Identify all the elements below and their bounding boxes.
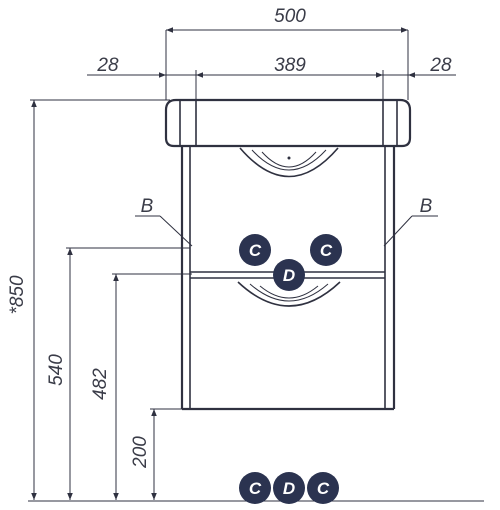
marker-c-left: C (239, 234, 271, 266)
upper-sink-bowl (239, 147, 339, 178)
dimension-label-200: 200 (130, 436, 151, 469)
dimension-overall-width: 500 (165, 6, 409, 100)
marker-d-center-label: D (283, 266, 295, 285)
dimension-label-left-28: 28 (96, 55, 119, 76)
dimension-leg-height: 200 (130, 408, 184, 500)
dimension-label-500: 500 (274, 6, 306, 27)
marker-c-right-label: C (320, 241, 333, 260)
basin-countertop (164, 98, 412, 148)
callout-label-left: B (141, 196, 154, 217)
dimension-label-right-28: 28 (429, 55, 452, 76)
marker-bottom-c-left: C (239, 472, 271, 504)
dimension-label-389: 389 (274, 55, 306, 76)
lower-sink-bowl (237, 281, 341, 307)
marker-bottom-c-right: C (307, 472, 339, 504)
marker-bottom-c-right-label: C (317, 479, 330, 498)
marker-c-left-label: C (249, 241, 262, 260)
callout-label-right: B (420, 196, 433, 217)
dimension-label-540: 540 (46, 354, 67, 386)
marker-bottom-c-left-label: C (249, 479, 262, 498)
cabinet-body (180, 146, 396, 411)
dimension-height-540: 540 (46, 247, 190, 500)
marker-bottom-d: D (273, 472, 305, 504)
dimension-side-widths: 28 389 28 (87, 55, 456, 100)
callout-right: B (383, 196, 438, 247)
callout-left: B (135, 196, 193, 247)
marker-c-right: C (310, 234, 342, 266)
dimension-total-height: *850 (7, 99, 170, 500)
dimension-label-850: *850 (7, 275, 28, 315)
dimension-label-482: 482 (90, 368, 111, 400)
marker-bottom-d-label: D (283, 479, 295, 498)
dimension-height-482: 482 (90, 273, 192, 500)
marker-d-center: D (273, 259, 305, 291)
